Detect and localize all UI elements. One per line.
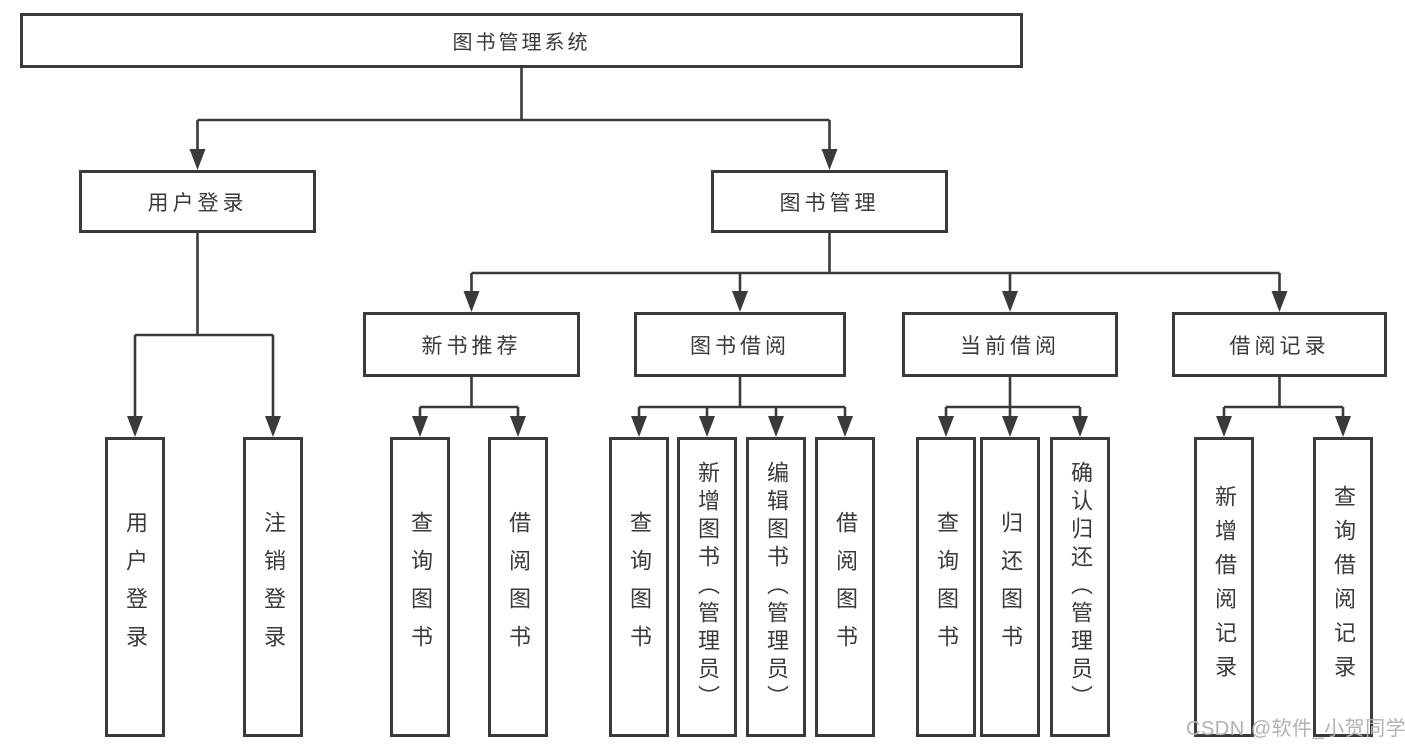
node-book-borrowing: 图书借阅 — [634, 312, 846, 377]
node-leaf-logout: 注销登录 — [243, 437, 303, 737]
node-library-management-system: 图书管理系统 — [20, 13, 1023, 68]
node-leaf-bb-query-books: 查询图书 — [609, 437, 669, 737]
node-book-management: 图书管理 — [711, 170, 948, 233]
node-leaf-cb-confirm-return-admin: 确认归还（管理员） — [1050, 437, 1110, 737]
node-leaf-cb-return-books: 归还图书 — [980, 437, 1040, 737]
node-leaf-bb-borrow-books: 借阅图书 — [815, 437, 875, 737]
node-leaf-cb-query-books: 查询图书 — [916, 437, 976, 737]
node-leaf-nb-query-books: 查询图书 — [390, 437, 450, 737]
node-leaf-user-login: 用户登录 — [105, 437, 165, 737]
node-leaf-bb-edit-books-admin: 编辑图书（管理员） — [746, 437, 806, 737]
node-user-login: 用户登录 — [79, 170, 316, 233]
node-leaf-bb-add-books-admin: 新增图书（管理员） — [677, 437, 737, 737]
node-new-book-recommend: 新书推荐 — [363, 312, 580, 377]
node-borrowing-records: 借阅记录 — [1172, 312, 1387, 377]
node-leaf-br-add-record: 新增借阅记录 — [1194, 437, 1254, 737]
node-leaf-nb-borrow-books: 借阅图书 — [488, 437, 548, 737]
node-current-borrowing: 当前借阅 — [902, 312, 1118, 377]
watermark: CSDN @软件_小贺同学 — [1186, 718, 1405, 740]
node-leaf-br-query-record: 查询借阅记录 — [1313, 437, 1373, 737]
